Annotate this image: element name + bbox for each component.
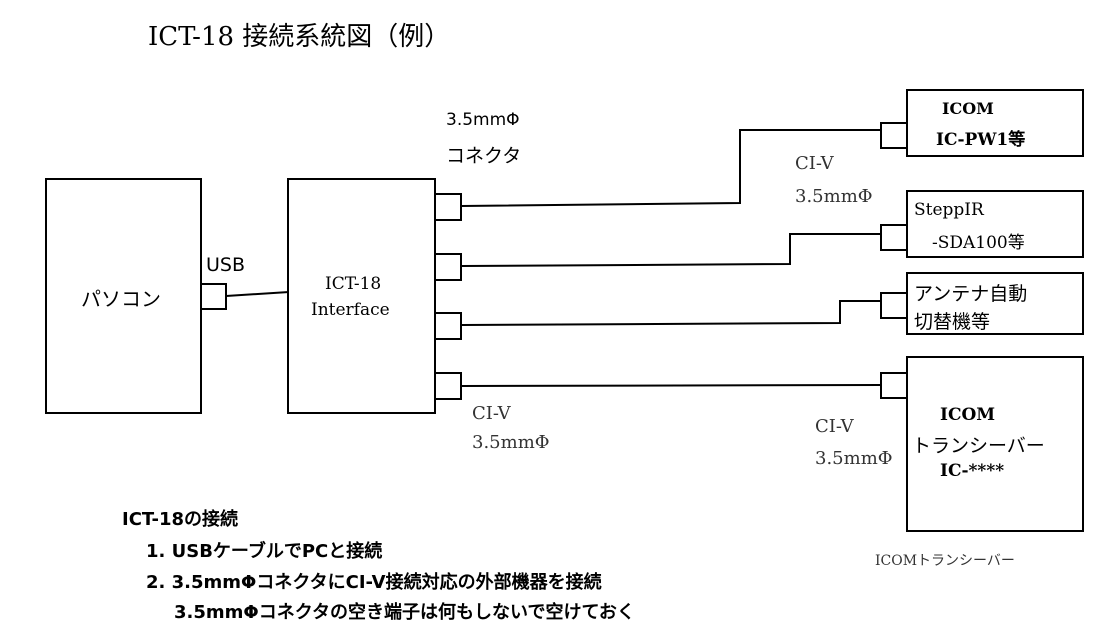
transceiver-brand: ICOM <box>940 405 996 425</box>
steppir-model: -SDA100等 <box>932 233 1025 253</box>
connector-label-text: コネクタ <box>446 145 522 167</box>
notes-item-2: 2. 3.5mmΦコネクタにCI-V接続対応の外部機器を接続 <box>146 572 602 593</box>
interface-port-3 <box>434 312 462 340</box>
interface-port-4 <box>434 372 462 400</box>
icom-pw1-model: IC-PW1等 <box>936 130 1026 150</box>
pc-label: パソコン <box>81 287 161 311</box>
device-icom-pw1-port <box>880 122 908 149</box>
diagram-title: ICT-18 接続系統図（例） <box>148 22 451 52</box>
notes-item-3: 3.5mmΦコネクタの空き端子は何もしないで空けておく <box>174 602 635 623</box>
civ-spec-upper-right: 3.5mmΦ <box>795 186 873 207</box>
device-transceiver-box: ICOM トランシーバー IC-**** <box>906 356 1084 532</box>
cable-to-icom-pw1 <box>461 129 880 207</box>
transceiver-type: トランシーバー <box>912 435 1045 457</box>
cable-to-transceiver <box>461 384 881 387</box>
transceiver-caption: ICOMトランシーバー <box>875 553 1015 569</box>
device-antenna-switch-box: アンテナ自動 切替機等 <box>906 272 1084 335</box>
interface-subtitle: Interface <box>311 300 390 320</box>
antenna-switch-line2: 切替機等 <box>914 311 991 333</box>
device-steppir-port <box>880 224 908 251</box>
usb-cable <box>225 291 290 297</box>
interface-port-1 <box>434 193 462 221</box>
transceiver-model: IC-**** <box>940 461 1005 481</box>
cable-to-steppir <box>461 233 880 267</box>
icom-pw1-brand: ICOM <box>942 99 994 118</box>
pc-usb-port <box>200 283 227 310</box>
interface-box: ICT-18 Interface <box>287 178 436 414</box>
civ-spec-bottom-right: 3.5mmΦ <box>815 448 893 469</box>
civ-label-upper-right: CI-V <box>795 153 834 174</box>
device-icom-pw1-box: ICOM IC-PW1等 <box>906 89 1084 157</box>
usb-label: USB <box>206 254 246 276</box>
antenna-switch-line1: アンテナ自動 <box>914 283 1028 305</box>
interface-name: ICT-18 <box>325 274 382 294</box>
steppir-brand: SteppIR <box>914 200 984 220</box>
cable-to-antenna-switch <box>461 300 880 326</box>
notes-heading: ICT-18の接続 <box>122 509 239 530</box>
device-steppir-box: SteppIR -SDA100等 <box>906 190 1084 258</box>
civ-label-bottom-left: CI-V <box>472 403 511 424</box>
notes-item-1: 1. USBケーブルでPCと接続 <box>146 541 383 562</box>
civ-spec-bottom-left: 3.5mmΦ <box>472 432 550 453</box>
pc-box: パソコン <box>45 178 202 414</box>
interface-port-2 <box>434 253 462 281</box>
connector-label-size: 3.5mmΦ <box>446 110 520 130</box>
device-transceiver-port <box>880 372 908 399</box>
civ-label-bottom-right: CI-V <box>815 416 854 437</box>
device-antenna-switch-port <box>880 292 908 319</box>
